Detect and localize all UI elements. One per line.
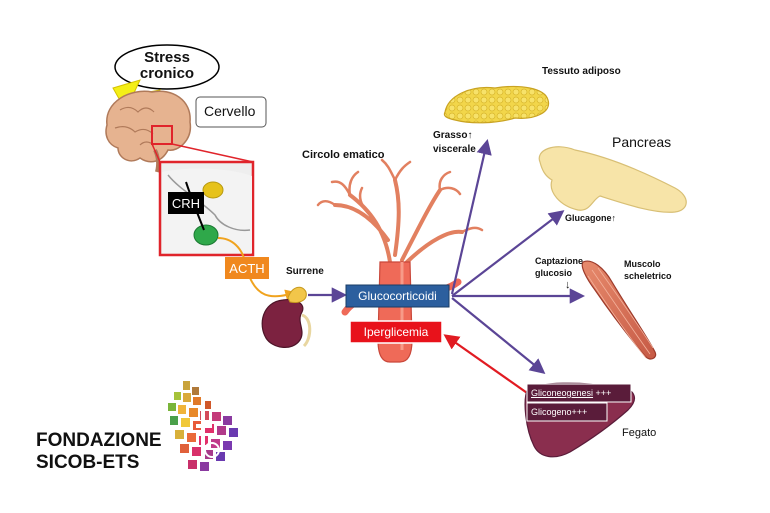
gliconeogenesi-box xyxy=(526,383,632,403)
crh-box: CRH xyxy=(168,192,204,214)
zoom-line xyxy=(171,143,254,163)
glicogeno-label: Glicogeno+++ xyxy=(531,407,588,417)
captazione-glucosio-label: Captazione glucosio ↓ xyxy=(535,256,584,291)
glucagone-label: Glucagone↑ xyxy=(565,213,617,223)
down-arrow-icon: ↓ xyxy=(565,279,571,291)
acth-label: ACTH xyxy=(229,260,265,276)
arrow-to-liver xyxy=(451,297,546,374)
adipose-tissue-illustration xyxy=(443,85,550,124)
glucocorticoidi-box xyxy=(345,284,450,308)
zoom-line xyxy=(151,143,161,163)
brain-illustration xyxy=(105,90,192,173)
iperglicemia-label: Iperglicemia xyxy=(363,325,429,339)
arrow-liver-to-iperglicemia xyxy=(443,334,531,396)
acth-box: ACTH xyxy=(225,257,269,279)
arrow-to-pancreas xyxy=(451,210,565,297)
sicob-logo-text: FONDAZIONE SICOB-ETS xyxy=(36,430,162,473)
tessuto-adiposo-label: Tessuto adiposo xyxy=(542,66,621,77)
iperglicemia-box xyxy=(349,320,443,344)
brain-zoom-marker xyxy=(151,125,173,145)
surrene-label: Surrene xyxy=(286,266,324,277)
grasso-viscerale-label: Grasso↑ viscerale xyxy=(433,130,476,155)
glucocorticoidi-label: Glucocorticoidi xyxy=(358,289,437,303)
muscle-illustration xyxy=(581,260,657,360)
stress-bubble xyxy=(114,44,220,90)
glicogeno-box xyxy=(526,402,608,422)
sicob-logo-icon xyxy=(168,381,238,471)
gliconeogenesi-label: Gliconeogenesi +++ xyxy=(531,388,612,398)
up-arrow-icon: ↑ xyxy=(467,130,473,141)
cervello-label: Cervello xyxy=(204,103,256,119)
fegato-label: Fegato xyxy=(622,427,657,439)
circolo-ematico-label: Circolo ematico xyxy=(302,149,385,161)
acth-arrow-to-adrenal xyxy=(249,277,298,302)
pancreas-label: Pancreas xyxy=(612,134,672,150)
kidney-adrenal-illustration xyxy=(261,286,312,348)
cervello-box xyxy=(195,96,267,128)
arrow-to-adipose xyxy=(450,138,492,295)
muscolo-scheletrico-label: Muscolo scheletrico xyxy=(624,259,672,281)
up-arrow-icon: ↑ xyxy=(611,213,617,223)
crh-label: CRH xyxy=(171,195,201,211)
pancreas-illustration xyxy=(538,146,687,213)
